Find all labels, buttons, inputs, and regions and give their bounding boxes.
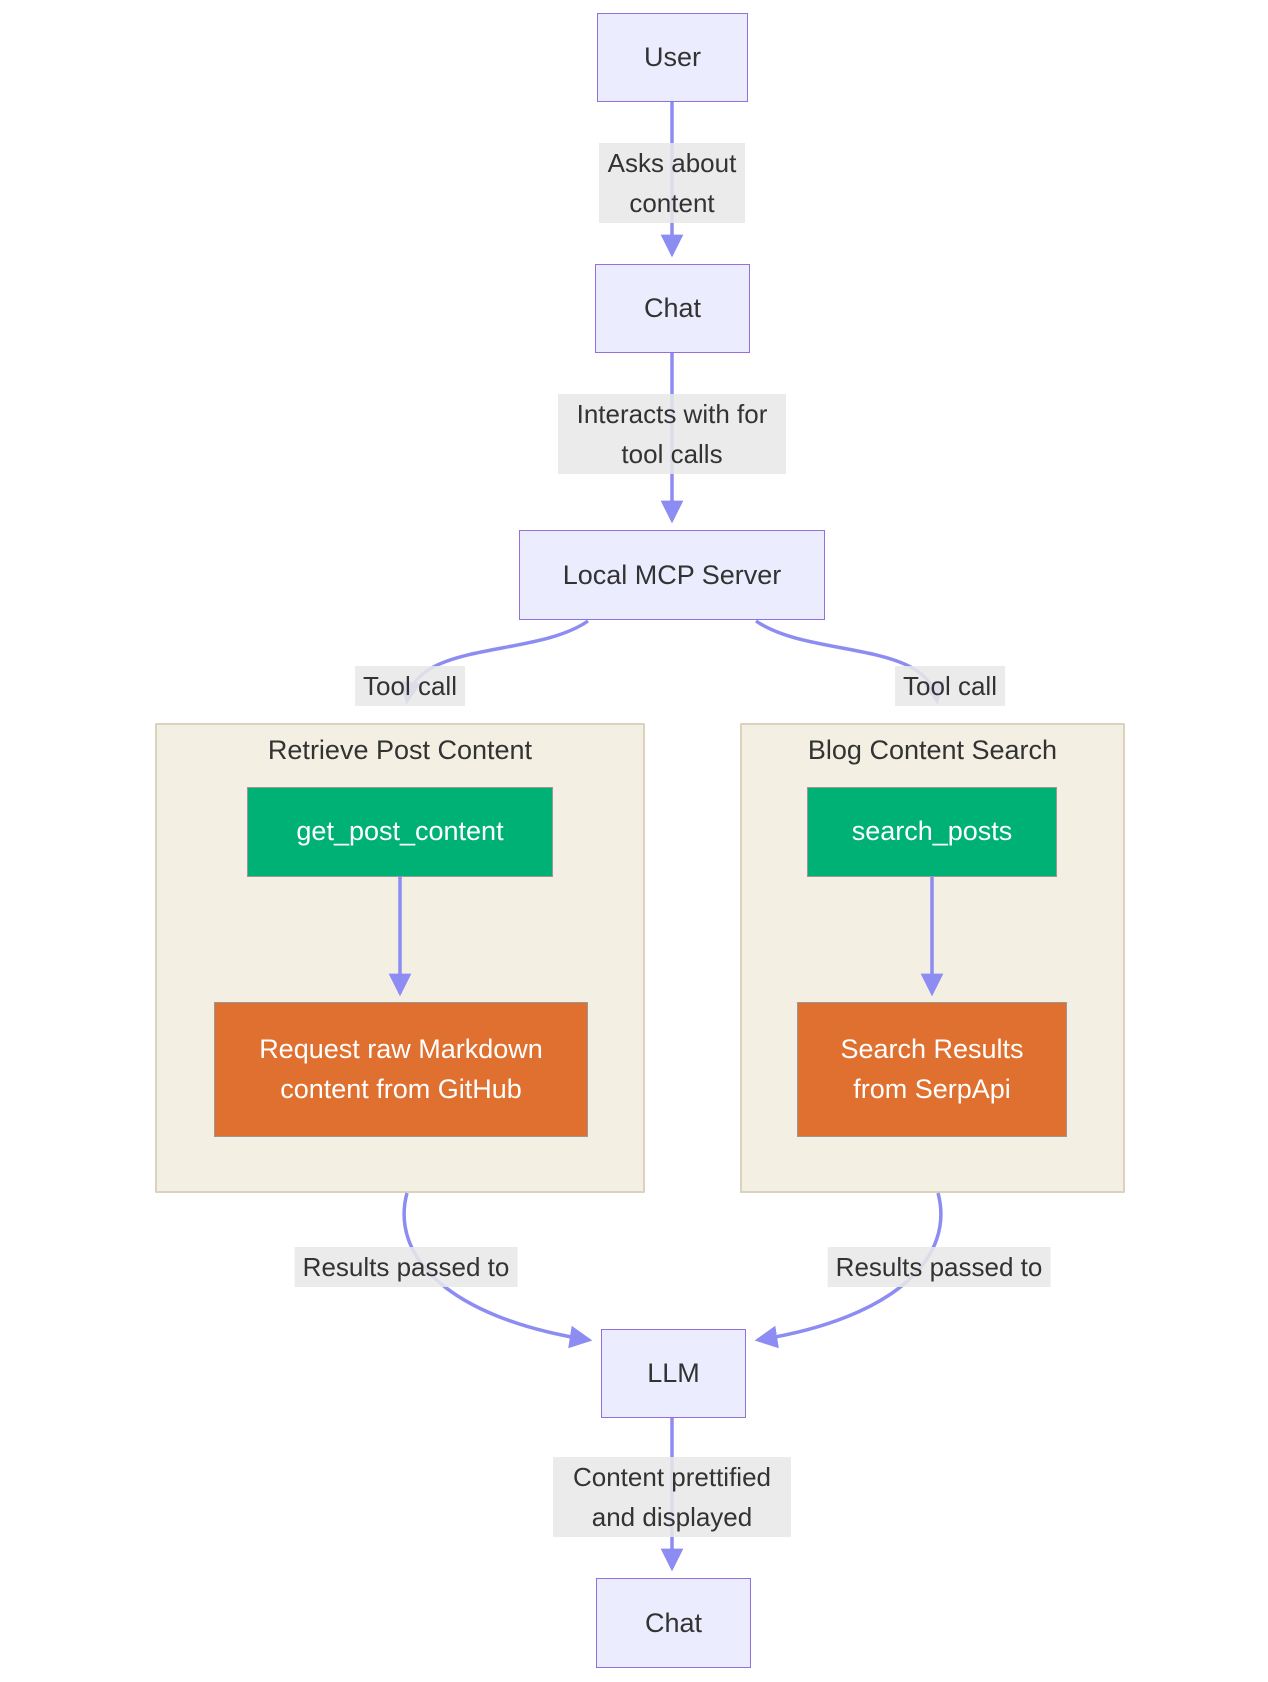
node-label: Request raw Markdown content from GitHub [259, 1034, 543, 1104]
edge-label-tool-call-right: Tool call [895, 666, 1005, 706]
node-label: search_posts [851, 816, 1013, 847]
node-get-post-content: get_post_content [247, 787, 553, 877]
node-label: get_post_content [296, 816, 504, 847]
node-llm: LLM [601, 1329, 746, 1418]
edge-label-tool-call-left: Tool call [355, 666, 465, 706]
node-label: Chat [643, 293, 702, 323]
edge-label-content-prettified: Content prettified and displayed [553, 1457, 791, 1537]
node-label: User [643, 42, 701, 72]
edge-label-results-passed-to-left: Results passed to [294, 1247, 518, 1287]
edge-label-asks-about-content: Asks about content [599, 143, 745, 223]
node-chat-top: Chat [595, 264, 750, 353]
node-search-posts: search_posts [807, 787, 1057, 877]
subgraph-title: Blog Content Search [807, 735, 1058, 765]
node-local-mcp-server: Local MCP Server [519, 530, 825, 620]
node-request-raw-markdown: Request raw Markdown content from GitHub [214, 1002, 588, 1137]
node-chat-bottom: Chat [596, 1578, 751, 1668]
node-label: LLM [647, 1358, 700, 1388]
node-user: User [597, 13, 748, 102]
node-label: Search Results from SerpApi [840, 1034, 1024, 1104]
edge-label-results-passed-to-right: Results passed to [827, 1247, 1051, 1287]
node-label: Chat [644, 1607, 703, 1638]
node-search-results-serpapi: Search Results from SerpApi [797, 1002, 1067, 1137]
edge-label-interacts-with-for-tool-calls: Interacts with for tool calls [558, 394, 786, 474]
subgraph-title: Retrieve Post Content [267, 735, 533, 765]
node-label: Local MCP Server [562, 559, 782, 590]
